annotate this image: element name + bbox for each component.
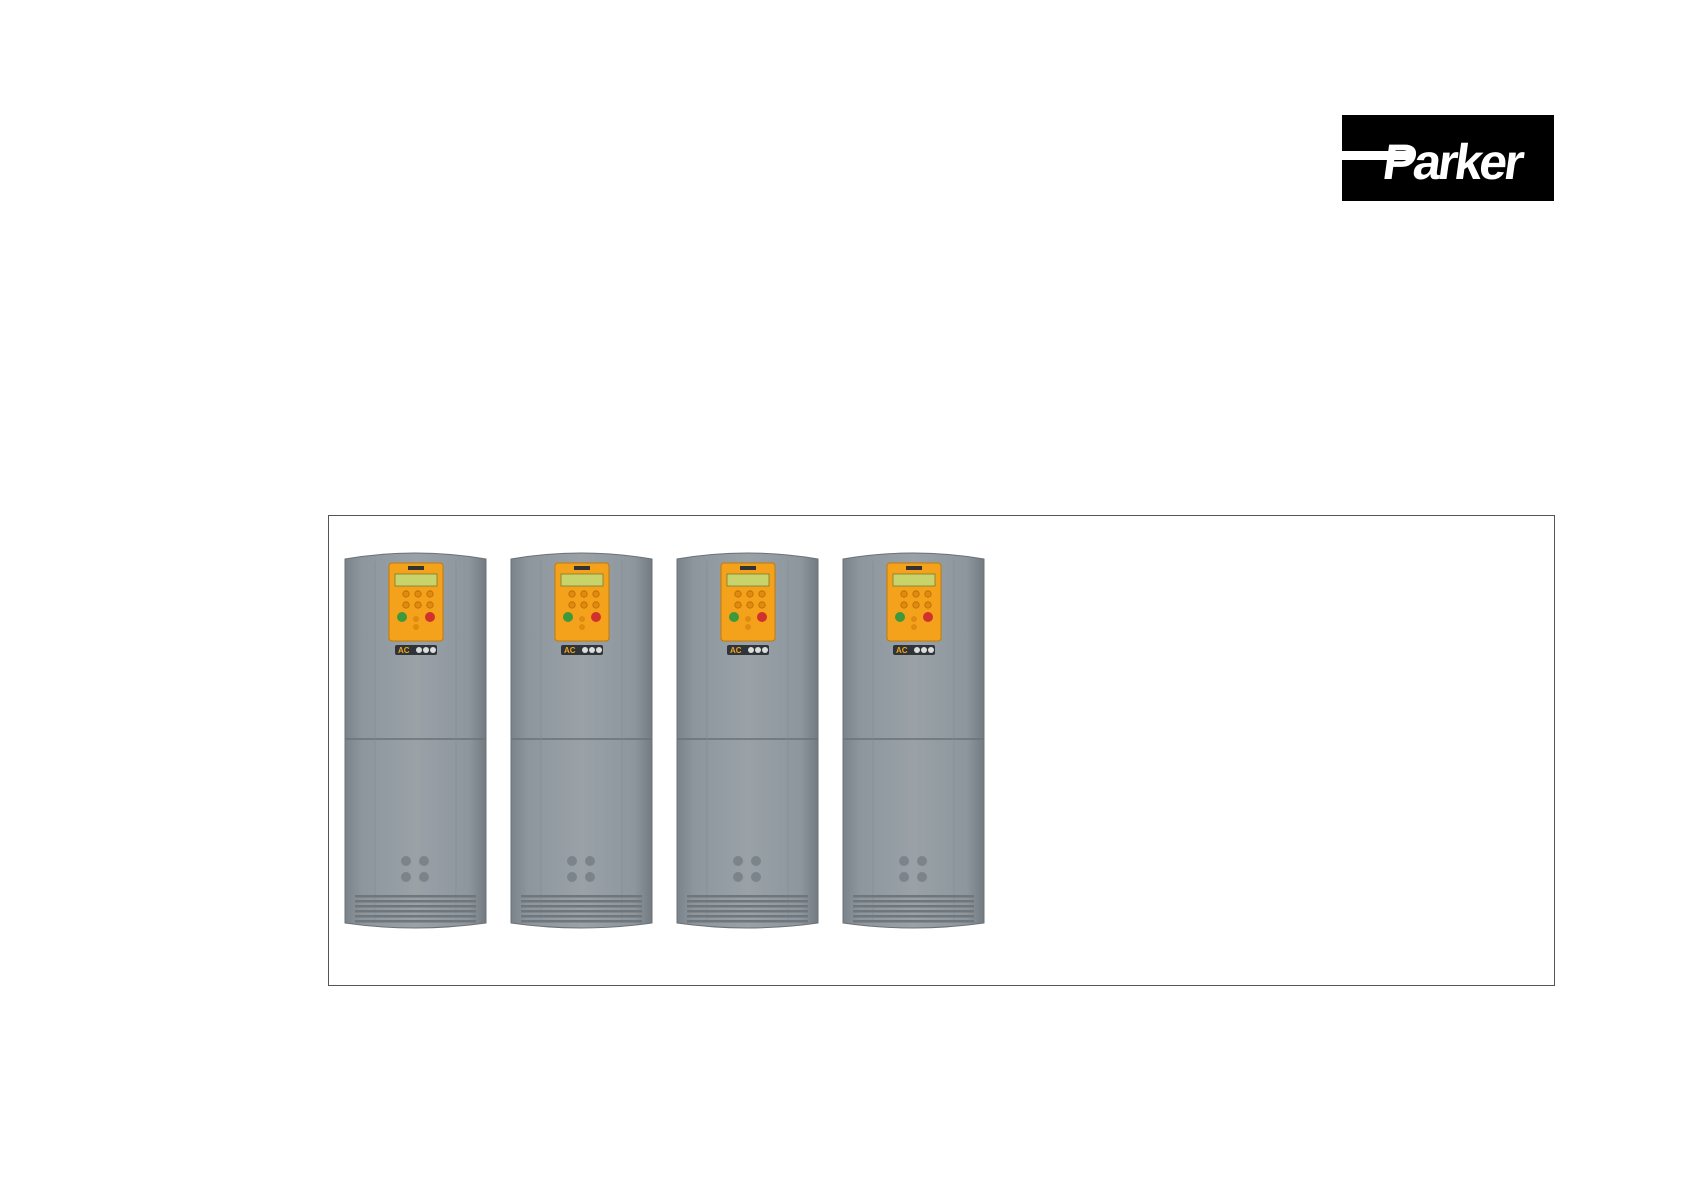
ac-drive-unit-icon: AC — [841, 551, 986, 931]
svg-text:AC: AC — [730, 646, 742, 655]
ac-drive-unit-icon: AC — [343, 551, 488, 931]
product-image-frame: AC AC — [328, 515, 1555, 986]
parker-logo-icon: Parker — [1342, 115, 1554, 201]
svg-text:AC: AC — [398, 646, 410, 655]
ac-drive-unit-icon: AC — [509, 551, 654, 931]
drive-unit-3: AC — [675, 551, 820, 931]
ac-drive-unit-icon: AC — [675, 551, 820, 931]
parker-logo-text: Parker — [1379, 134, 1527, 190]
drive-unit-4: AC — [841, 551, 986, 931]
drive-unit-1: AC — [343, 551, 488, 931]
drive-lineup: AC AC — [343, 551, 1003, 951]
svg-text:AC: AC — [896, 646, 908, 655]
parker-logo: Parker — [1342, 115, 1554, 201]
svg-text:AC: AC — [564, 646, 576, 655]
drive-unit-2: AC — [509, 551, 654, 931]
